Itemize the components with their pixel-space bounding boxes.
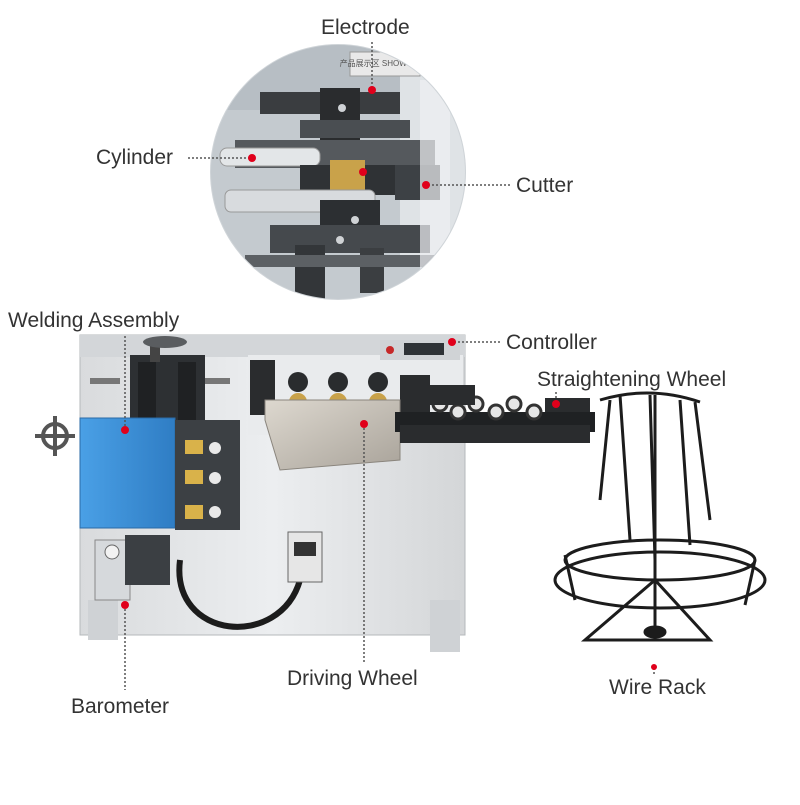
leader-lines bbox=[124, 42, 655, 690]
marker-cutter bbox=[422, 181, 430, 189]
closeup-inset: 产品展示区 SHOW AREA bbox=[210, 44, 466, 300]
marker-straightening-wheel bbox=[552, 400, 560, 408]
marker-electrode bbox=[368, 86, 376, 94]
closeup-cylinder-body bbox=[219, 147, 321, 167]
label-controller: Controller bbox=[506, 331, 598, 354]
show-area-sign-text: 产品展示区 SHOW AREA bbox=[340, 58, 431, 68]
label-cutter: Cutter bbox=[516, 174, 574, 197]
label-driving-wheel: Driving Wheel bbox=[287, 667, 418, 690]
marker-electrode-tip bbox=[359, 168, 367, 176]
marker-welding-assembly bbox=[121, 426, 129, 434]
foot-switch bbox=[287, 531, 323, 583]
welding-cover bbox=[79, 417, 176, 529]
markers bbox=[121, 86, 657, 670]
marker-barometer bbox=[121, 601, 129, 609]
driving-wheel-guard bbox=[264, 399, 401, 471]
label-wire-rack: Wire Rack bbox=[609, 676, 706, 699]
marker-driving-wheel bbox=[360, 420, 368, 428]
label-cylinder: Cylinder bbox=[96, 146, 174, 169]
main-machine bbox=[35, 334, 595, 652]
label-welding-assembly: Welding Assembly bbox=[8, 309, 180, 332]
label-straightening-wheel: Straightening Wheel bbox=[537, 368, 727, 391]
marker-cylinder bbox=[248, 154, 256, 162]
label-barometer: Barometer bbox=[71, 695, 170, 718]
label-electrode: Electrode bbox=[321, 16, 410, 39]
marker-wire-rack bbox=[651, 664, 657, 670]
marker-controller bbox=[448, 338, 456, 346]
wire-rack bbox=[553, 391, 767, 642]
